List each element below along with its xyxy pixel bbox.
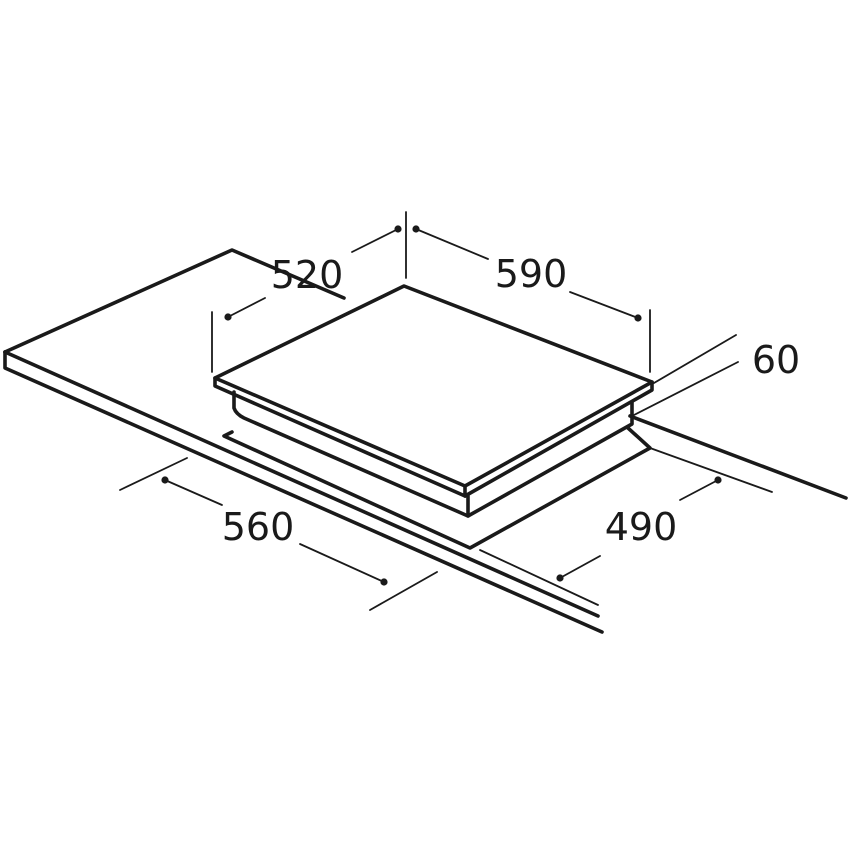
extension-line (369, 571, 438, 611)
hob-height-label: 60 (752, 338, 800, 382)
extension-line (119, 457, 188, 491)
dimension-dot (394, 225, 402, 233)
hob-depth-label: 520 (271, 253, 344, 297)
dimension-line (227, 297, 266, 318)
hob (213, 284, 654, 518)
dimension-line (679, 479, 719, 501)
extension-line (653, 334, 737, 384)
dimension-cutout-depth: 490 (479, 447, 773, 606)
dimension-line (164, 479, 223, 506)
dimension-dot (714, 476, 722, 484)
hob-width-label: 590 (495, 252, 568, 296)
dimension-line (415, 228, 489, 260)
dimension-dot (380, 578, 388, 586)
dimension-dot (412, 225, 420, 233)
worktop-right-edge (628, 414, 848, 500)
extension-line (649, 447, 773, 493)
extension-line (631, 361, 739, 417)
worktop (3, 248, 848, 634)
dimension-hob-depth: 520 (211, 211, 407, 373)
dimension-dot (556, 574, 564, 582)
hob-body (232, 390, 634, 518)
dimension-hob-height: 60 (631, 334, 800, 417)
hob-top-surface (213, 284, 654, 488)
dimension-cutout-width: 560 (119, 457, 438, 611)
dimension-dot (224, 313, 232, 321)
dimension-line (299, 543, 385, 583)
dimension-dot (161, 476, 169, 484)
cutout-outline (222, 426, 652, 550)
dimension-hob-width: 590 (412, 225, 651, 373)
cutout-depth-label: 490 (605, 505, 678, 549)
extension-line (479, 549, 599, 606)
dimension-dot (634, 314, 642, 322)
hob-glass-edge-front (213, 376, 467, 498)
worktop-front-edge (3, 350, 604, 634)
worktop-top-front-edge (3, 350, 600, 618)
hob-glass-edge-right (463, 380, 654, 498)
worktop-back-edge (3, 248, 346, 354)
cutout-width-label: 560 (222, 505, 295, 549)
dimension-line (559, 555, 601, 579)
cutout-edge (222, 426, 652, 550)
dimension-line (569, 291, 639, 319)
dimension-line (351, 228, 399, 253)
